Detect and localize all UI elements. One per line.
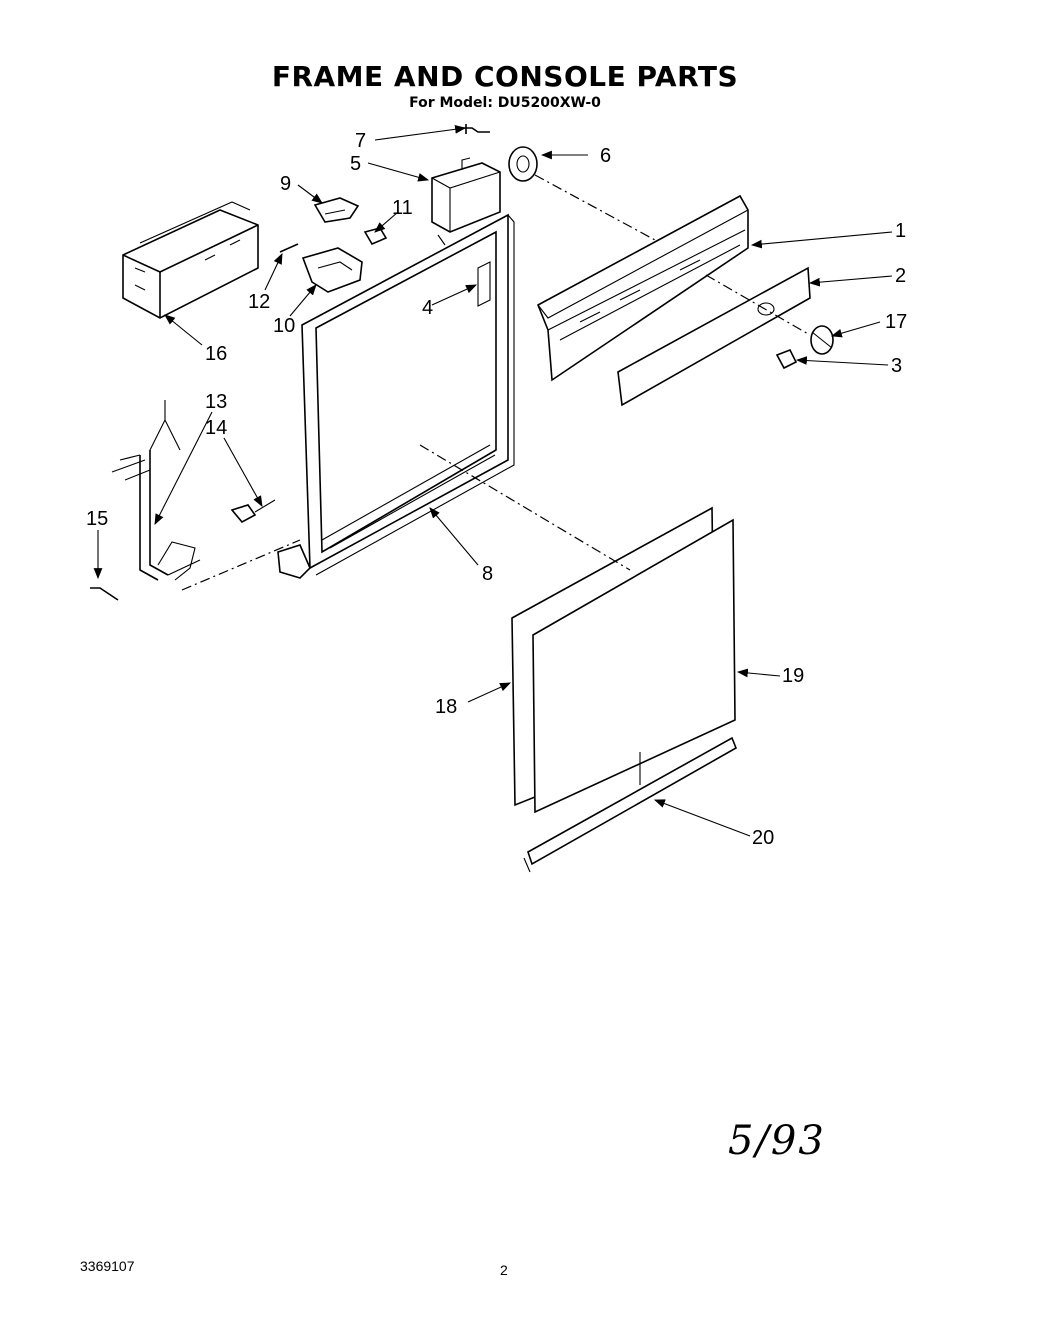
label-part-17: 17	[885, 311, 907, 333]
part-17-knob-drawing	[810, 325, 834, 355]
label-part-7: 7	[355, 130, 366, 152]
alignment-line	[534, 174, 656, 241]
label-part-1: 1	[895, 220, 906, 242]
label-part-11: 11	[392, 197, 413, 219]
part-20-trim-strip-drawing	[523, 736, 738, 873]
label-part-20: 20	[752, 827, 774, 849]
part-6-cam-drawing	[508, 146, 538, 182]
label-part-18: 18	[435, 696, 457, 718]
model-subtitle: For Model: DU5200XW-0	[409, 95, 601, 111]
label-part-6: 6	[600, 145, 611, 167]
label-part-19: 19	[782, 665, 804, 687]
label-part-10: 10	[273, 315, 295, 337]
label-part-5: 5	[350, 153, 361, 175]
latch-components-drawing	[279, 197, 388, 293]
label-part-12: 12	[248, 291, 270, 313]
part-15-screw-drawing	[90, 587, 119, 601]
leader-lines	[93, 124, 893, 837]
label-part-3: 3	[891, 355, 902, 377]
label-part-16: 16	[205, 343, 227, 365]
alignment-line	[705, 274, 811, 336]
part-19-inner-panel-drawing	[532, 518, 736, 814]
part-2-overlay-drawing	[617, 266, 811, 407]
label-part-2: 2	[895, 265, 906, 287]
part-1-console-drawing	[536, 194, 749, 382]
label-part-15: 15	[86, 508, 108, 530]
label-part-4: 4	[422, 297, 433, 319]
handwritten-date: 5/93	[728, 1118, 826, 1164]
page-number: 2	[500, 1262, 508, 1278]
part-5-latch-assembly-drawing	[431, 157, 501, 246]
alignment-line	[181, 539, 301, 591]
document-number: 3369107	[80, 1258, 135, 1274]
alignment-line	[419, 444, 631, 571]
part-16-bracket-drawing	[122, 201, 259, 319]
label-part-14: 14	[205, 417, 227, 439]
part-8-door-frame-drawing	[277, 213, 515, 579]
diagram-title: FRAME AND CONSOLE PARTS	[271, 60, 739, 93]
part-13-wire-harness-drawing	[111, 400, 276, 581]
label-part-8: 8	[482, 563, 493, 585]
label-part-13: 13	[205, 391, 227, 413]
part-3-switch-drawing	[775, 348, 798, 370]
label-part-9: 9	[280, 173, 291, 195]
part-7-screw-drawing	[460, 124, 490, 134]
